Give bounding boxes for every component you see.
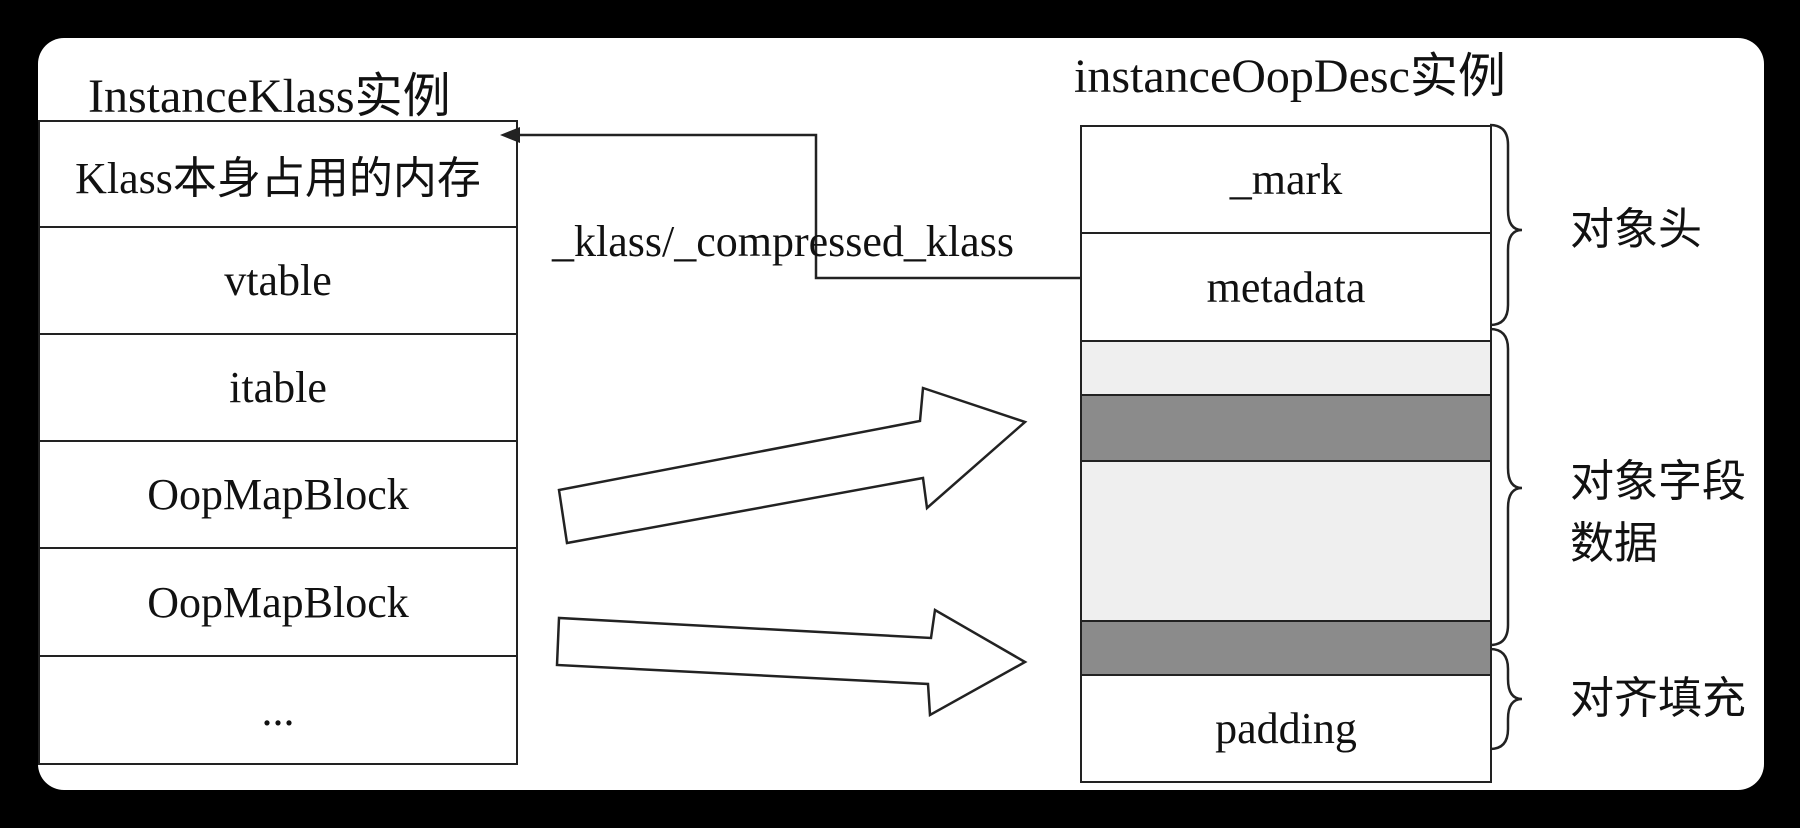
oop-field-reference-1 [1080, 396, 1492, 462]
klass-pointer-label: _klass/_compressed_klass [552, 217, 1014, 266]
klass-row-ellipsis: ... [38, 657, 518, 765]
instanceklass-title: InstanceKlass实例 [88, 70, 451, 123]
oop-field-primitive-1 [1080, 342, 1492, 396]
oop-row-padding: padding [1080, 676, 1492, 783]
oopmap-arrow-2 [555, 607, 1028, 718]
header-brace [1489, 123, 1523, 327]
object-fields-label-line2: 数据 [1570, 519, 1658, 568]
klass-row-vtable: vtable [38, 228, 518, 335]
klass-row-self-memory: Klass本身占用的内存 [38, 122, 518, 228]
oop-row-mark: _mark [1080, 127, 1492, 234]
instanceoopdesc-layout: _mark metadata padding [1080, 125, 1492, 783]
oop-field-primitive-2 [1080, 462, 1492, 622]
instanceoopdesc-title: instanceOopDesc实例 [1074, 50, 1506, 103]
instanceklass-layout: Klass本身占用的内存 vtable itable OopMapBlock O… [38, 120, 518, 765]
oop-field-reference-2 [1080, 622, 1492, 676]
klass-row-oopmapblock-2: OopMapBlock [38, 549, 518, 657]
klass-pointer-arrowhead [500, 127, 520, 143]
object-header-label: 对象头 [1570, 205, 1702, 254]
oop-row-metadata: metadata [1080, 234, 1492, 342]
fields-brace [1489, 327, 1523, 647]
klass-row-itable: itable [38, 335, 518, 442]
oopmap-arrow-1 [557, 386, 1028, 545]
connector-layer [500, 123, 1523, 751]
klass-row-oopmapblock-1: OopMapBlock [38, 442, 518, 549]
alignment-padding-label: 对齐填充 [1570, 674, 1746, 723]
padding-brace [1489, 647, 1523, 751]
object-fields-label-line1: 对象字段 [1570, 457, 1746, 506]
diagram-panel: InstanceKlass实例 instanceOopDesc实例 Klass本… [38, 38, 1764, 790]
klass-pointer-line [516, 133, 1080, 280]
